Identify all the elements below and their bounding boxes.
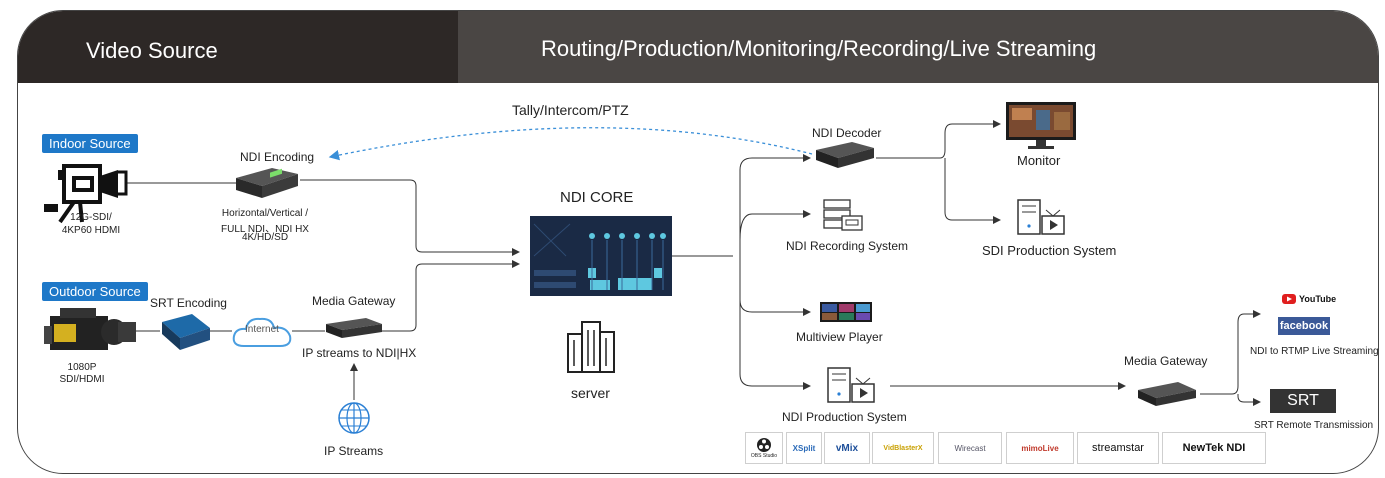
logo-vidblasterx: VidBlasterX	[872, 432, 934, 464]
srt-encoder-device-icon	[162, 314, 210, 350]
obs-icon	[757, 438, 771, 452]
encoder-spec-3: 4K/HD/SD	[241, 232, 289, 243]
outdoor-spec-2: SDI/HDMI	[59, 374, 105, 385]
encoder-spec-2: FULL NDI、NDI HX	[221, 224, 309, 235]
ndi-production-icon	[827, 367, 875, 403]
srt-badge: SRT	[1270, 389, 1336, 413]
ndi-encoding-label: NDI Encoding	[240, 150, 315, 164]
sdi-production-icon	[1017, 199, 1065, 235]
indoor-spec-2: 4KP60 HDMI	[61, 225, 121, 236]
sdi-production-label: SDI Production System	[982, 243, 1117, 258]
ndi-core-panel	[530, 216, 672, 296]
diagram-frame	[17, 10, 1379, 474]
gateway-sub-label: IP streams to NDI|HX	[302, 346, 417, 360]
srt-label: SRT Remote Transmission	[1254, 420, 1374, 431]
monitor-icon	[1006, 102, 1076, 149]
obs-label: OBS Studio	[750, 453, 778, 459]
youtube-label: YouTube	[1299, 294, 1337, 304]
indoor-source-badge: Indoor Source	[42, 134, 138, 153]
recording-system-label: NDI Recording System	[786, 239, 909, 253]
ndi-production-label: NDI Production System	[782, 410, 907, 424]
internet-label: Internet	[245, 324, 279, 335]
ip-streams-label: IP Streams	[324, 444, 384, 458]
logo-obs-studio: OBS Studio	[745, 432, 783, 464]
media-gateway-device-icon	[326, 318, 382, 338]
logo-streamstar: streamstar	[1077, 432, 1159, 464]
outdoor-source-badge: Outdoor Source	[42, 282, 148, 301]
header-routing	[458, 11, 1378, 83]
indoor-spec-1: 12G-SDI/	[70, 212, 112, 223]
server-label: server	[571, 385, 610, 401]
ndi-encoder-device-icon	[236, 168, 298, 198]
logo-mimolive: mimoLive	[1006, 432, 1074, 464]
multiview-player-label: Multiview Player	[796, 330, 883, 344]
ip-streams-globe-icon	[338, 402, 370, 434]
outdoor-camera-icon	[44, 308, 136, 350]
outdoor-spec-1: 1080P	[67, 362, 97, 373]
srt-encoding-label: SRT Encoding	[150, 296, 227, 310]
ndi-core-title: NDI CORE	[560, 189, 634, 206]
internet-cloud-icon	[232, 317, 292, 347]
indoor-camera-icon	[44, 164, 128, 224]
header-right-title: Routing/Production/Monitoring/Recording/…	[541, 36, 1097, 61]
media-gateway-2-label: Media Gateway	[1124, 354, 1208, 368]
media-gateway-label: Media Gateway	[312, 294, 396, 308]
youtube-logo: YouTube	[1282, 294, 1336, 304]
youtube-play-icon	[1282, 294, 1296, 304]
monitor-label: Monitor	[1017, 153, 1061, 168]
server-icon	[567, 321, 615, 373]
multiview-player-icon	[820, 302, 872, 322]
facebook-logo: facebook	[1278, 317, 1330, 335]
logo-vmix: vMix	[824, 432, 870, 464]
recording-system-icon	[823, 199, 863, 231]
rtmp-label: NDI to RTMP Live Streaming	[1250, 346, 1379, 357]
feedback-label: Tally/Intercom/PTZ	[512, 102, 629, 118]
header-left-title: Video Source	[86, 38, 218, 63]
logo-xsplit: XSplit	[786, 432, 822, 464]
media-gateway-2-device-icon	[1138, 382, 1196, 406]
ndi-decoder-device-icon	[816, 142, 874, 168]
logo-newtek-ndi: NewTek NDI	[1162, 432, 1266, 464]
encoder-spec-1: Horizontal/Vertical /	[221, 208, 309, 219]
ndi-decoder-label: NDI Decoder	[812, 126, 882, 140]
header-video-source	[18, 11, 458, 83]
logo-wirecast: Wirecast	[938, 432, 1002, 464]
